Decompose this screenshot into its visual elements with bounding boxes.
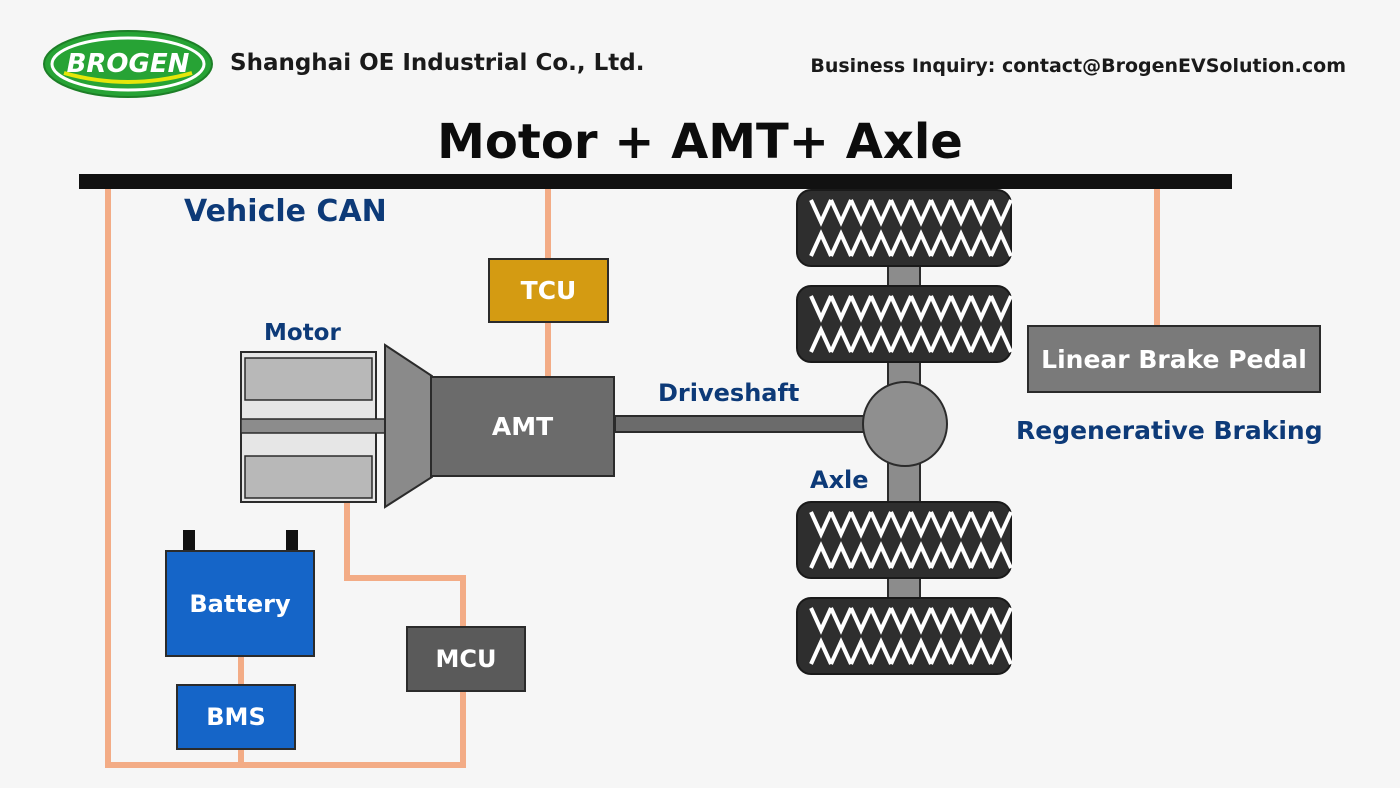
amt-label: AMT xyxy=(491,412,554,441)
driveshaft xyxy=(614,415,866,433)
linear-brake-pedal-label: Linear Brake Pedal xyxy=(1041,344,1307,374)
svg-text:BROGEN: BROGEN xyxy=(67,49,190,79)
battery-box: Battery xyxy=(165,550,315,657)
bms-box: BMS xyxy=(176,684,296,750)
wheels xyxy=(796,189,1013,675)
motor xyxy=(240,351,386,503)
battery-label: Battery xyxy=(189,589,291,618)
amt-box: AMT xyxy=(430,376,615,477)
can-wiring xyxy=(105,182,1160,768)
motor-label: Motor xyxy=(264,320,341,346)
tcu-label: TCU xyxy=(520,276,577,305)
page-title: Motor + AMT+ Axle xyxy=(437,114,963,170)
tcu-box: TCU xyxy=(488,258,609,323)
can-wire-left-loop xyxy=(105,182,466,768)
wheel-2 xyxy=(796,285,1013,363)
wire-motor-mcu xyxy=(344,502,466,626)
battery-terminal-negative xyxy=(183,530,195,550)
motor-shaft xyxy=(240,418,386,434)
business-inquiry-contact: Business Inquiry: contact@BrogenEVSoluti… xyxy=(810,55,1346,77)
bell-housing xyxy=(384,343,433,509)
driveshaft-label: Driveshaft xyxy=(658,379,800,407)
axle-label: Axle xyxy=(810,466,869,494)
mcu-box: MCU xyxy=(406,626,526,692)
brogen-logo: BROGEN xyxy=(43,30,213,98)
vehicle-can-bus xyxy=(79,174,1232,189)
bms-label: BMS xyxy=(206,703,266,731)
differential xyxy=(862,381,948,467)
linear-brake-pedal-box: Linear Brake Pedal xyxy=(1027,325,1321,393)
regenerative-braking-label: Regenerative Braking xyxy=(1016,416,1323,445)
mcu-label: MCU xyxy=(435,645,497,673)
wheel-3 xyxy=(796,501,1013,579)
vehicle-can-label: Vehicle CAN xyxy=(184,194,387,229)
wheel-4 xyxy=(796,597,1013,675)
wheel-1 xyxy=(796,189,1013,267)
battery-terminal-positive xyxy=(286,530,298,550)
company-name: Shanghai OE Industrial Co., Ltd. xyxy=(230,50,645,76)
